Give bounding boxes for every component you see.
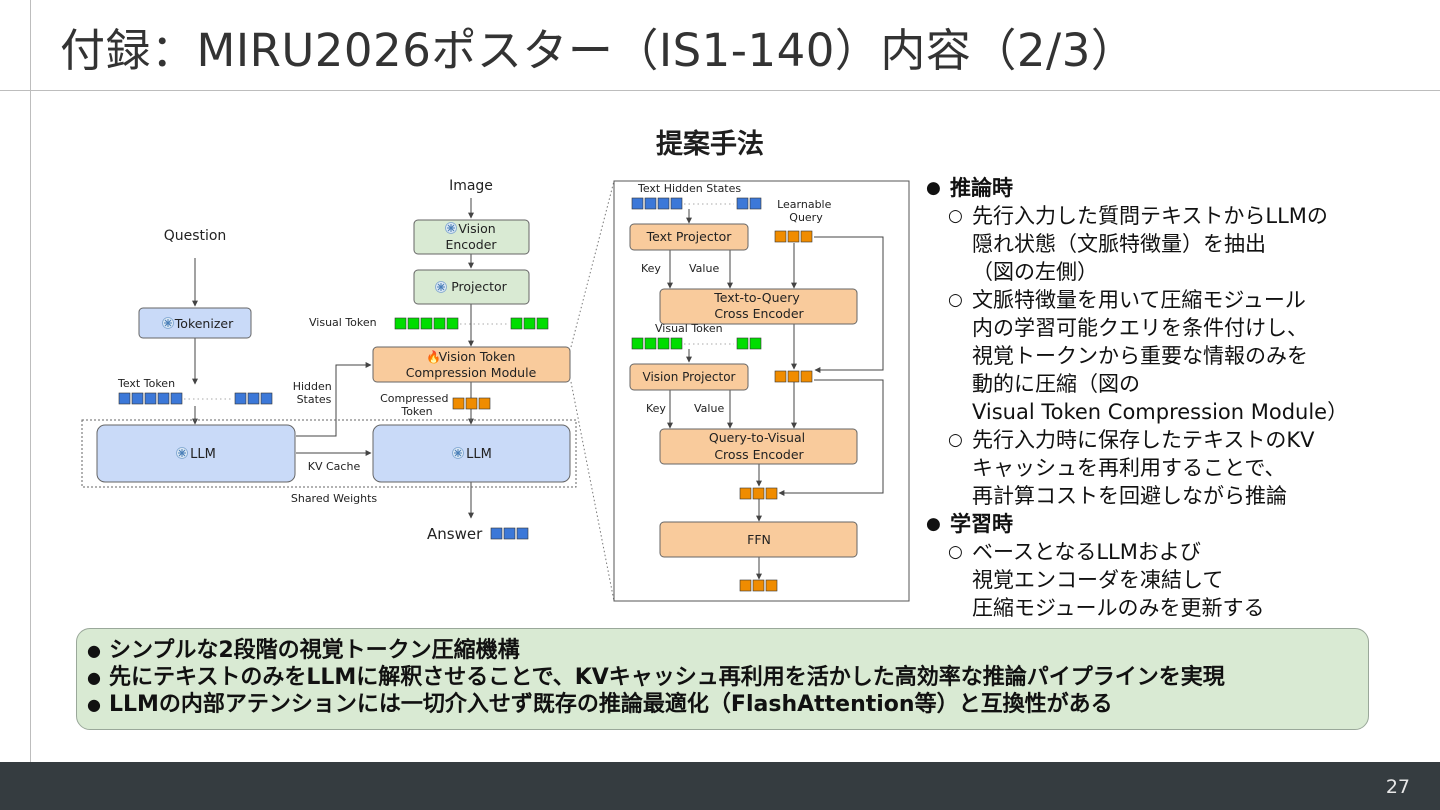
key-label-2: Key (646, 402, 666, 415)
text-hidden-states-label: Text Hidden States (637, 182, 741, 195)
snowflake-icon (445, 222, 457, 234)
text-projector-box (629, 223, 749, 251)
text-hidden-token-row (631, 197, 762, 210)
visual-token-row (394, 317, 549, 330)
ffn-box (659, 521, 858, 558)
bullet-line: 視覚エンコーダを凍結して (972, 568, 1224, 592)
answer-token-row (490, 527, 529, 540)
ffn-label: FFN (747, 532, 771, 547)
bullet-item: 先行入力時に保存したテキストのKV キャッシュを再利用することで、 再計算コスト… (926, 426, 1426, 510)
text-projector-label: Text Projector (646, 229, 733, 244)
bullet-line: 先行入力時に保存したテキストのKV (972, 428, 1315, 452)
visual-token-label-right: Visual Token (655, 322, 723, 335)
vtc-module-label: Vision Token Compression Module (406, 349, 537, 380)
t2q-encoder-label: Text-to-Query Cross Encoder (713, 290, 804, 321)
learnable-query-label: Learnable Query (777, 198, 835, 224)
bullet-line: キャッシュを再利用することで、 (972, 456, 1286, 480)
bullet-line: 再計算コストを回避しながら推論 (972, 484, 1287, 508)
key-label-1: Key (641, 262, 661, 275)
visual-token-label: Visual Token (309, 316, 377, 329)
summary-item: シンプルな2段階の視覚トークン圧縮機構 (87, 637, 1368, 664)
vision-encoder-label: Vision Encoder (445, 221, 499, 252)
text-token-row (118, 392, 273, 405)
vision-encoder-box (413, 219, 530, 255)
hidden-states-label: Hidden States (293, 380, 336, 406)
compressed-token-row (452, 397, 491, 410)
text-token-label: Text Token (117, 377, 175, 390)
t2q-encoder-box (659, 288, 858, 325)
fire-icon: 🔥 (426, 350, 441, 364)
bullet-item: 文脈特徴量を用いて圧縮モジュール 内の学習可能クエリを条件付けし、 視覚トークン… (926, 286, 1426, 426)
llm-right-box (372, 424, 571, 483)
answer-label: Answer (427, 525, 483, 543)
llm-left-label: LLM (190, 447, 216, 462)
visual-token-row-right (631, 337, 762, 350)
slide-title: 付録：MIRU2026ポスター（IS1-140）内容（2/3） (60, 24, 1137, 77)
bullet-line: Visual Token Compression Module） (972, 400, 1349, 424)
bullet-line: 圧縮モジュールのみを更新する (972, 596, 1265, 620)
bullet-line: ベースとなるLLMおよび (972, 540, 1201, 564)
zoom-lines (570, 180, 615, 602)
bullet-heading-training: 学習時 (926, 510, 1426, 538)
snowflake-icon (452, 447, 464, 459)
image-label: Image (449, 178, 493, 194)
bullet-line: 動的に圧縮（図の (972, 372, 1140, 396)
bullet-line: 隠れ状態（文脈特徴量）を抽出 (972, 232, 1266, 256)
left-divider-line (30, 0, 31, 762)
bullet-line: 内の学習可能クエリを条件付けし、 (972, 316, 1308, 340)
method-bullets: 推論時 先行入力した質問テキストからLLMの 隠れ状態（文脈特徴量）を抽出 （図… (926, 174, 1426, 622)
tokenizer-box (138, 307, 252, 339)
bullet-item: ベースとなるLLMおよび 視覚エンコーダを凍結して 圧縮モジュールのみを更新する (926, 538, 1426, 622)
bullet-item: 先行入力した質問テキストからLLMの 隠れ状態（文脈特徴量）を抽出 （図の左側） (926, 202, 1426, 286)
snowflake-icon (162, 317, 174, 329)
conditioned-query-tokens (774, 370, 813, 383)
ffn-output-tokens (739, 579, 778, 592)
title-divider-line (0, 90, 1440, 91)
shared-weights-label: Shared Weights (291, 492, 378, 505)
q2v-output-tokens (739, 487, 778, 500)
llm-right-label: LLM (466, 447, 492, 462)
q2v-encoder-box (659, 428, 858, 465)
compressed-token-label: Compressed Token (380, 392, 452, 418)
projector-box (413, 269, 530, 305)
summary-box: シンプルな2段階の視覚トークン圧縮機構 先にテキストのみをLLMに解釈させること… (76, 628, 1369, 730)
vision-projector-box (629, 363, 749, 391)
value-label-2: Value (694, 402, 724, 415)
bullet-line: （図の左側） (972, 260, 1098, 284)
summary-item: 先にテキストのみをLLMに解釈させることで、KVキャッシュ再利用を活かした高効率… (87, 664, 1368, 691)
question-label: Question (164, 228, 227, 244)
summary-item: LLMの内部アテンションには一切介入せず既存の推論最適化（FlashAttent… (87, 691, 1368, 718)
vision-projector-label: Vision Projector (643, 370, 736, 384)
footer-bar: 27 (0, 762, 1440, 810)
bullet-line: 文脈特徴量を用いて圧縮モジュール (972, 288, 1306, 312)
section-heading: 提案手法 (656, 129, 764, 160)
learnable-query-tokens (774, 230, 813, 243)
q2v-encoder-label: Query-to-Visual Cross Encoder (709, 430, 809, 462)
projector-label: Projector (451, 279, 507, 294)
snowflake-icon (176, 447, 188, 459)
vtc-module-box (372, 346, 571, 383)
bullet-line: 視覚トークンから重要な情報のみを (972, 344, 1308, 368)
bullet-heading-inference: 推論時 (926, 174, 1426, 202)
llm-left-box (96, 424, 296, 483)
tokenizer-label: Tokenizer (174, 316, 234, 331)
right-arrows (667, 209, 884, 580)
kv-cache-label: KV Cache (308, 460, 361, 473)
shared-weights-region (81, 419, 577, 488)
bullet-line: 先行入力した質問テキストからLLMの (972, 204, 1328, 228)
page-number: 27 (1385, 776, 1410, 798)
snowflake-icon (435, 281, 447, 293)
value-label-1: Value (689, 262, 719, 275)
